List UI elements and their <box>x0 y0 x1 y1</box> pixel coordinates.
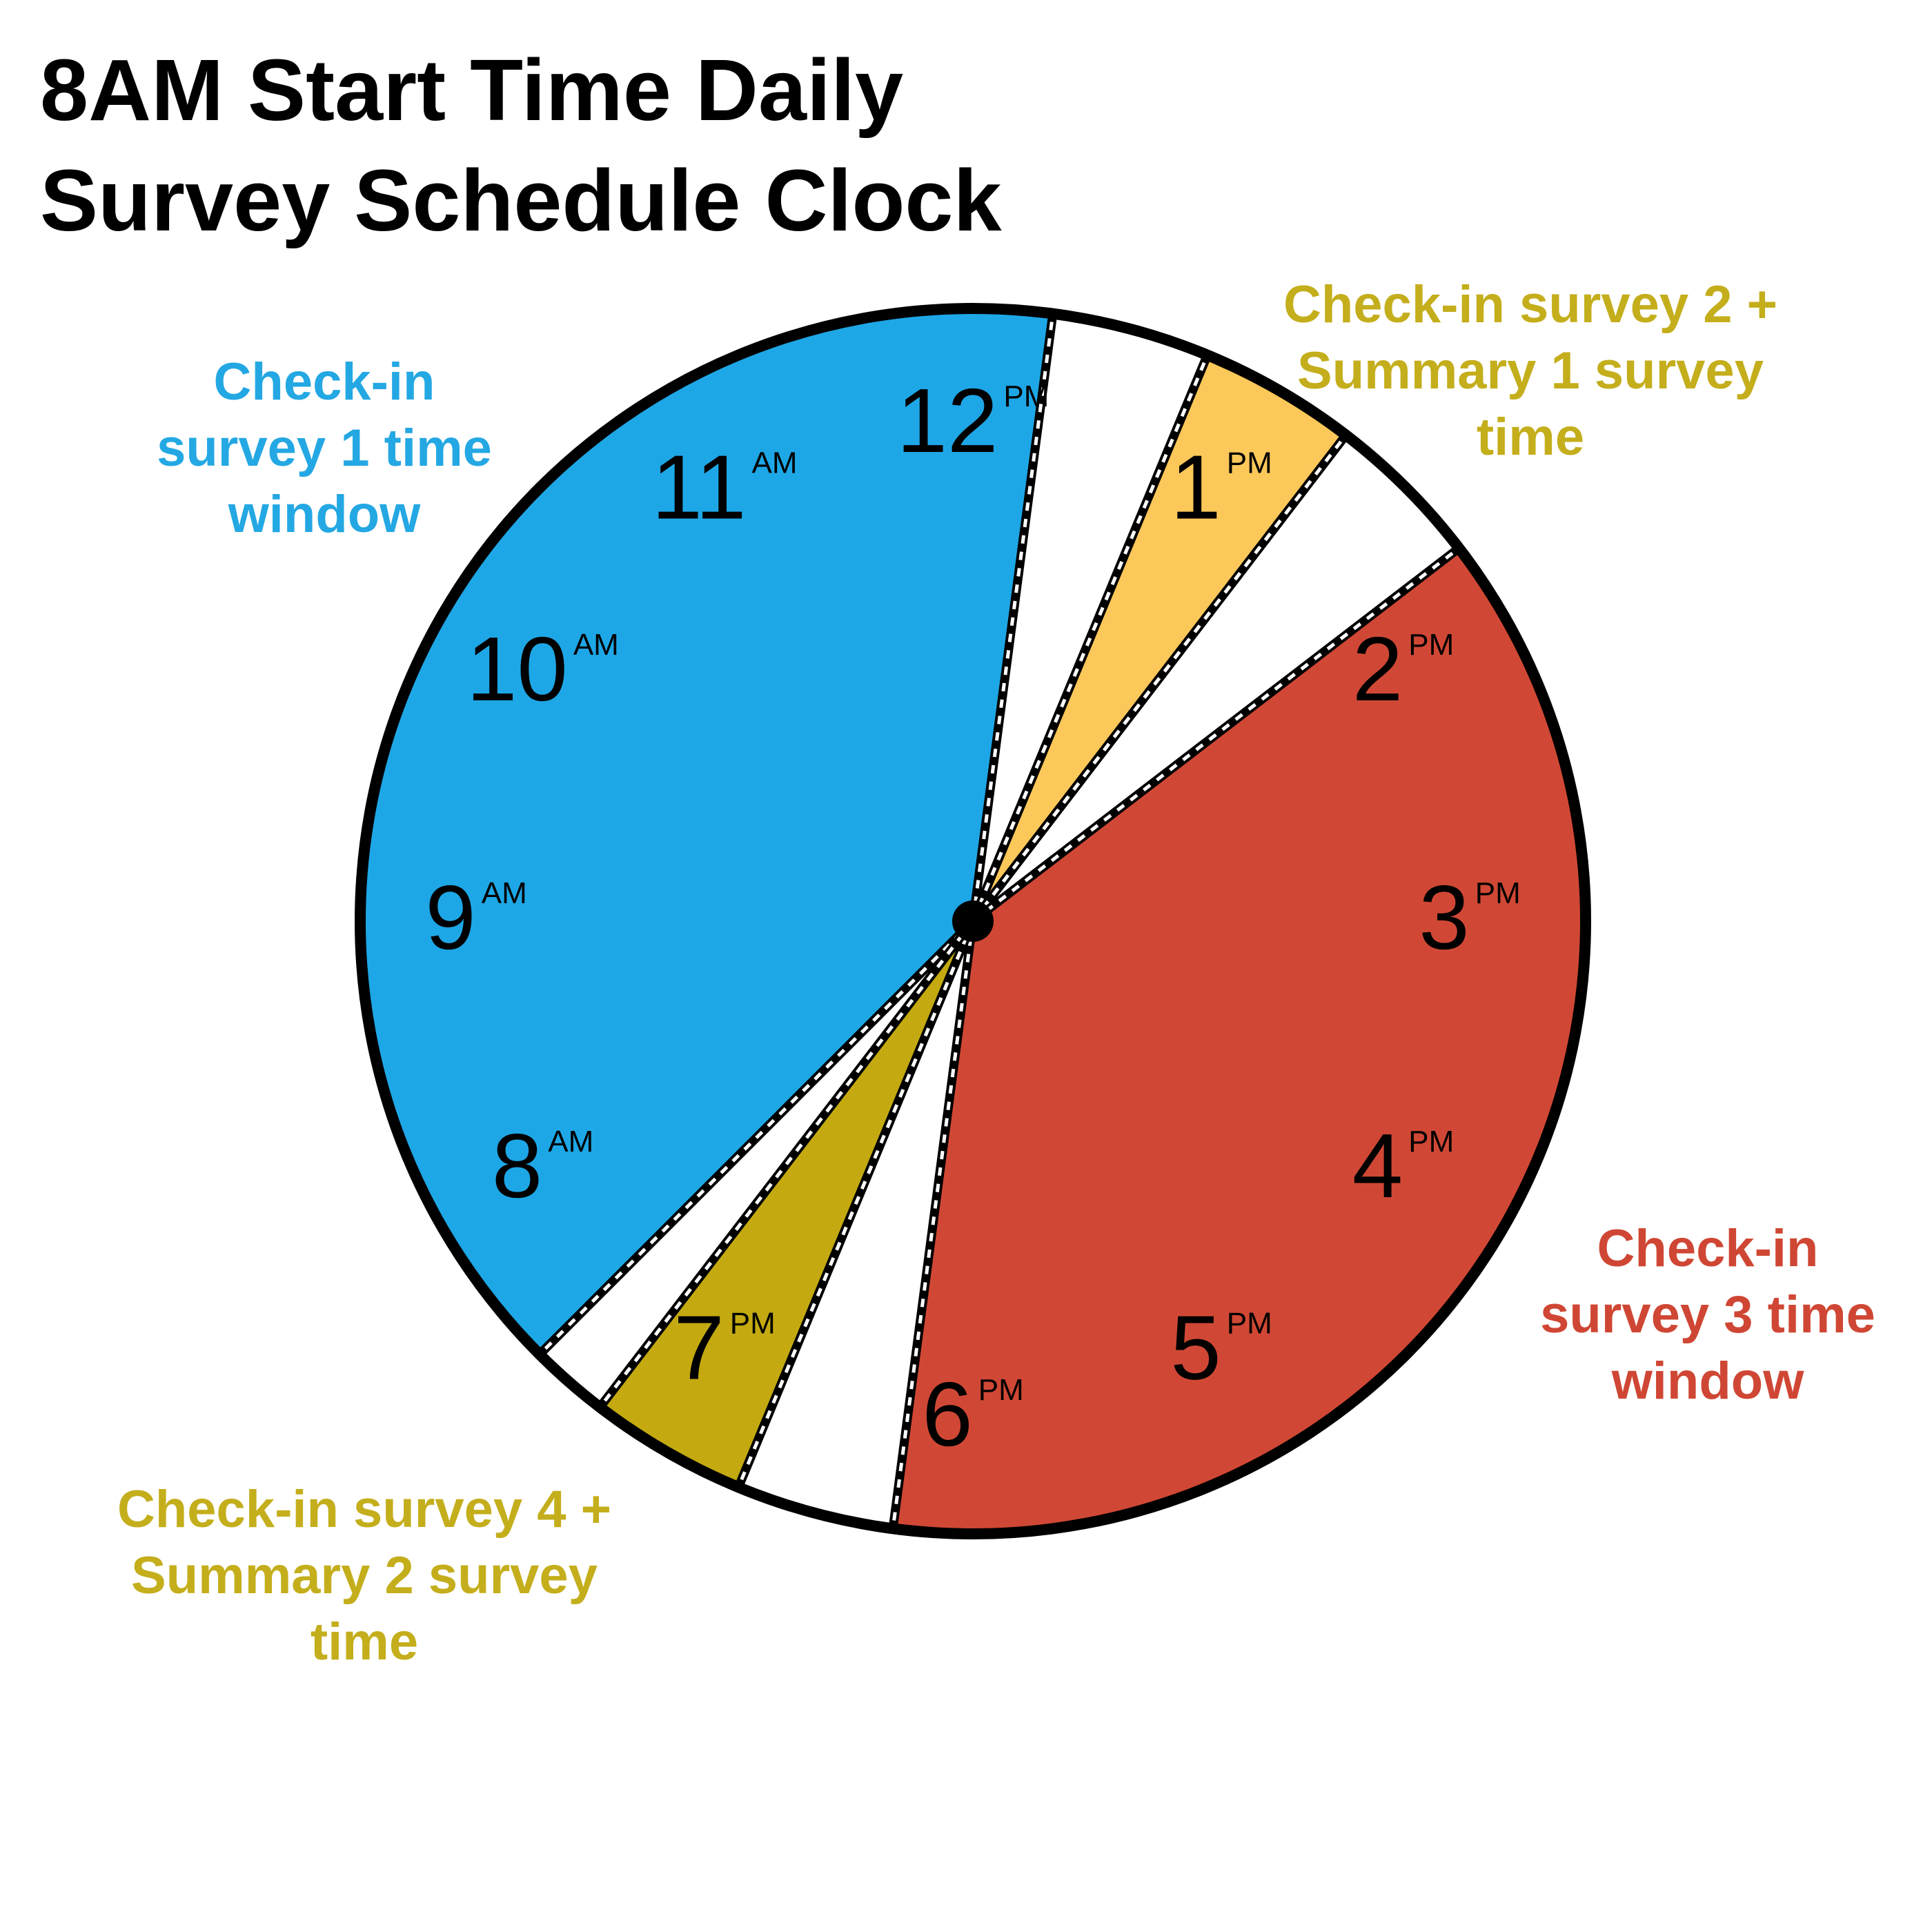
divider-line-1 <box>536 918 976 1358</box>
callout-survey-1-line-2: survey 1 time <box>157 419 492 477</box>
divider-line-8 <box>596 918 977 1410</box>
callout-survey-3: Check-in survey 3 time window <box>1540 1216 1875 1414</box>
clock-dividers <box>536 313 1462 1530</box>
callout-survey-1-line-3: window <box>228 485 421 544</box>
title-line-1: 8AM Start Time Daily <box>40 41 904 139</box>
callout-survey-1-line-1: Check-in <box>213 353 435 411</box>
sector-survey-2 <box>973 355 1346 921</box>
callout-survey-2-line-2: Summary 1 survey <box>1297 342 1764 400</box>
sector-window-3 <box>893 548 1586 1534</box>
divider-line-7 <box>734 919 978 1489</box>
clock-center-hub <box>952 900 994 942</box>
sector-window-1 <box>360 308 1053 1354</box>
callout-survey-4: Check-in survey 4 + Summary 2 survey tim… <box>117 1477 611 1675</box>
callout-survey-4-line-2: Summary 2 survey <box>131 1546 598 1605</box>
callout-survey-4-line-1: Check-in survey 4 + <box>117 1480 612 1539</box>
divider-line-3 <box>968 353 1212 923</box>
callout-survey-2-line-3: time <box>1476 408 1585 466</box>
sector-survey-4 <box>600 921 973 1488</box>
callout-survey-3-line-3: window <box>1611 1352 1804 1410</box>
callout-survey-3-line-2: survey 3 time <box>1540 1285 1875 1344</box>
callout-survey-2-line-1: Check-in survey 2 + <box>1283 275 1778 334</box>
callout-survey-1: Check-in survey 1 time window <box>157 349 492 548</box>
callout-survey-4-line-3: time <box>310 1613 419 1671</box>
clock-rim <box>355 303 1591 1539</box>
callout-survey-3-line-1: Check-in <box>1597 1219 1819 1278</box>
callout-survey-2: Check-in survey 2 + Summary 1 survey tim… <box>1283 272 1777 471</box>
title-line-2: Survey Schedule Clock <box>40 152 1002 249</box>
divider-line-2 <box>968 313 1058 922</box>
divider-line-6 <box>888 920 978 1530</box>
divider-line-4 <box>969 432 1350 924</box>
divider-line-5 <box>970 544 1462 925</box>
clock-sectors <box>360 308 1586 1534</box>
